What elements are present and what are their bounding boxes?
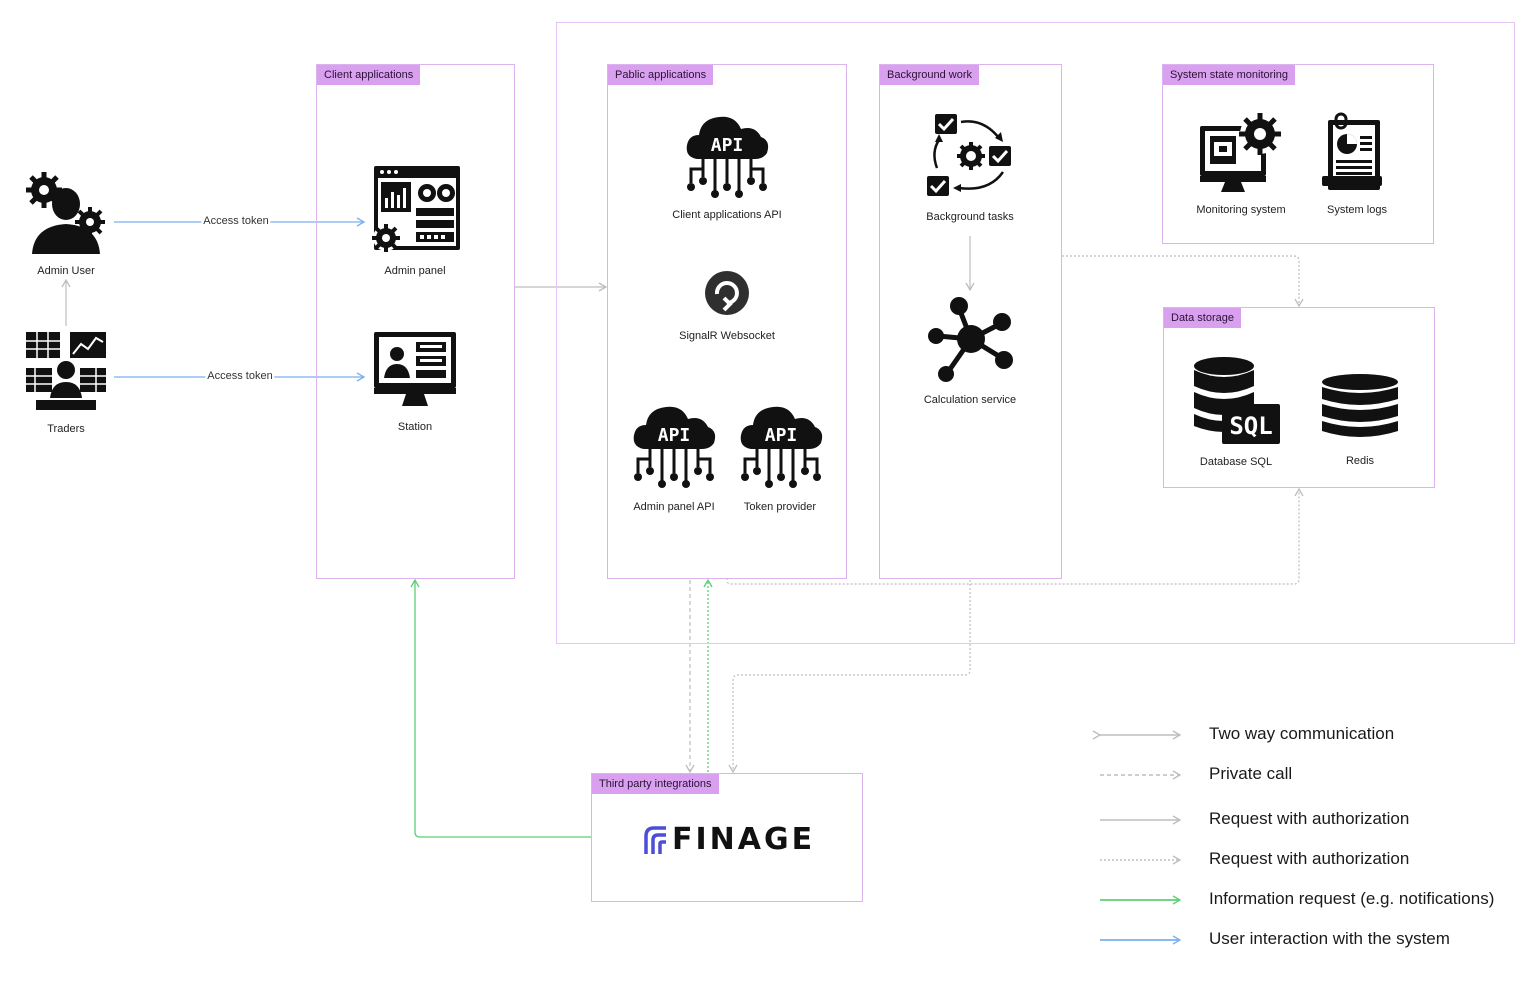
database-sql-label: Database SQL [1199,456,1273,468]
client-applications-box: Client applications [316,64,515,579]
admin-user-label: Admin User [37,265,95,277]
background-tasks-label: Background tasks [926,211,1014,223]
signalr-websocket-label: SignalR Websocket [679,330,775,342]
station-icon [374,332,456,406]
legend-item-two-way: Two way communication [1209,724,1395,743]
client-applications-tag: Client applications [317,65,421,85]
third-party-integrations-tag: Third party integrations [592,774,719,794]
background-tasks-icon [927,114,1011,196]
calculation-service-label: Calculation service [923,394,1017,406]
edge-thirdparty-to-client [410,578,591,838]
finage-mark-icon [644,825,666,854]
monitoring-system-icon [1200,113,1281,192]
finage-logo: FINAGE [642,822,815,857]
system-state-monitoring-box: System state monitoring [1162,64,1434,244]
system-boundary-box [556,22,1515,644]
third-party-integrations-box: Third party integrations [591,773,863,902]
signalr-websocket-icon [705,271,749,315]
data-storage-box: Data storage [1163,307,1435,488]
legend-item-private-call: Private call [1209,764,1293,783]
edge-label-admin-access-token: Access token [201,215,271,227]
admin-user-icon [26,172,105,254]
edge-background-to-storage [1062,255,1304,308]
admin-panel-api-label: Admin panel API [633,501,715,513]
admin-panel-icon [372,166,460,252]
redis-label: Redis [1345,455,1375,467]
database-sql-icon-text: SQL [1229,412,1272,440]
legend-item-request-dotted: Request with authorization [1209,849,1410,868]
admin-panel-api-icon: API [633,406,716,488]
system-logs-label: System logs [1327,204,1387,216]
token-provider-icon-text: API [765,425,798,446]
public-applications-tag: Pablic applications [608,65,714,85]
token-provider-label: Token provider [743,501,817,513]
system-state-monitoring-tag: System state monitoring [1163,65,1295,85]
legend-lines [1092,730,1182,945]
public-applications-box: Pablic applications [607,64,847,579]
system-logs-icon [1322,112,1382,190]
edge-label-traders-access-token: Access token [205,370,275,382]
station-label: Station [397,421,433,433]
traders-label: Traders [47,423,85,435]
traders-icon [26,332,106,410]
monitoring-system-label: Monitoring system [1196,204,1286,216]
client-applications-api-icon: API [686,116,769,198]
legend-item-request-solid: Request with authorization [1209,809,1410,828]
client-applications-api-icon-text: API [711,135,744,156]
legend-item-user-interaction: User interaction with the system [1209,929,1450,948]
client-applications-api-label: Client applications API [672,209,782,221]
database-sql-icon: SQL [1194,357,1280,444]
token-provider-icon: API [740,406,823,488]
admin-panel-label: Admin panel [384,265,446,277]
finage-wordmark: FINAGE [672,822,816,857]
admin-panel-api-icon-text: API [658,425,691,446]
data-storage-tag: Data storage [1164,308,1241,328]
legend-item-info-request: Information request (e.g. notifications) [1209,889,1495,908]
background-work-box: Background work [879,64,1062,579]
redis-icon [1322,374,1398,437]
calculation-service-icon [928,297,1013,382]
edge-public-to-storage [726,487,1304,585]
background-work-tag: Background work [880,65,979,85]
